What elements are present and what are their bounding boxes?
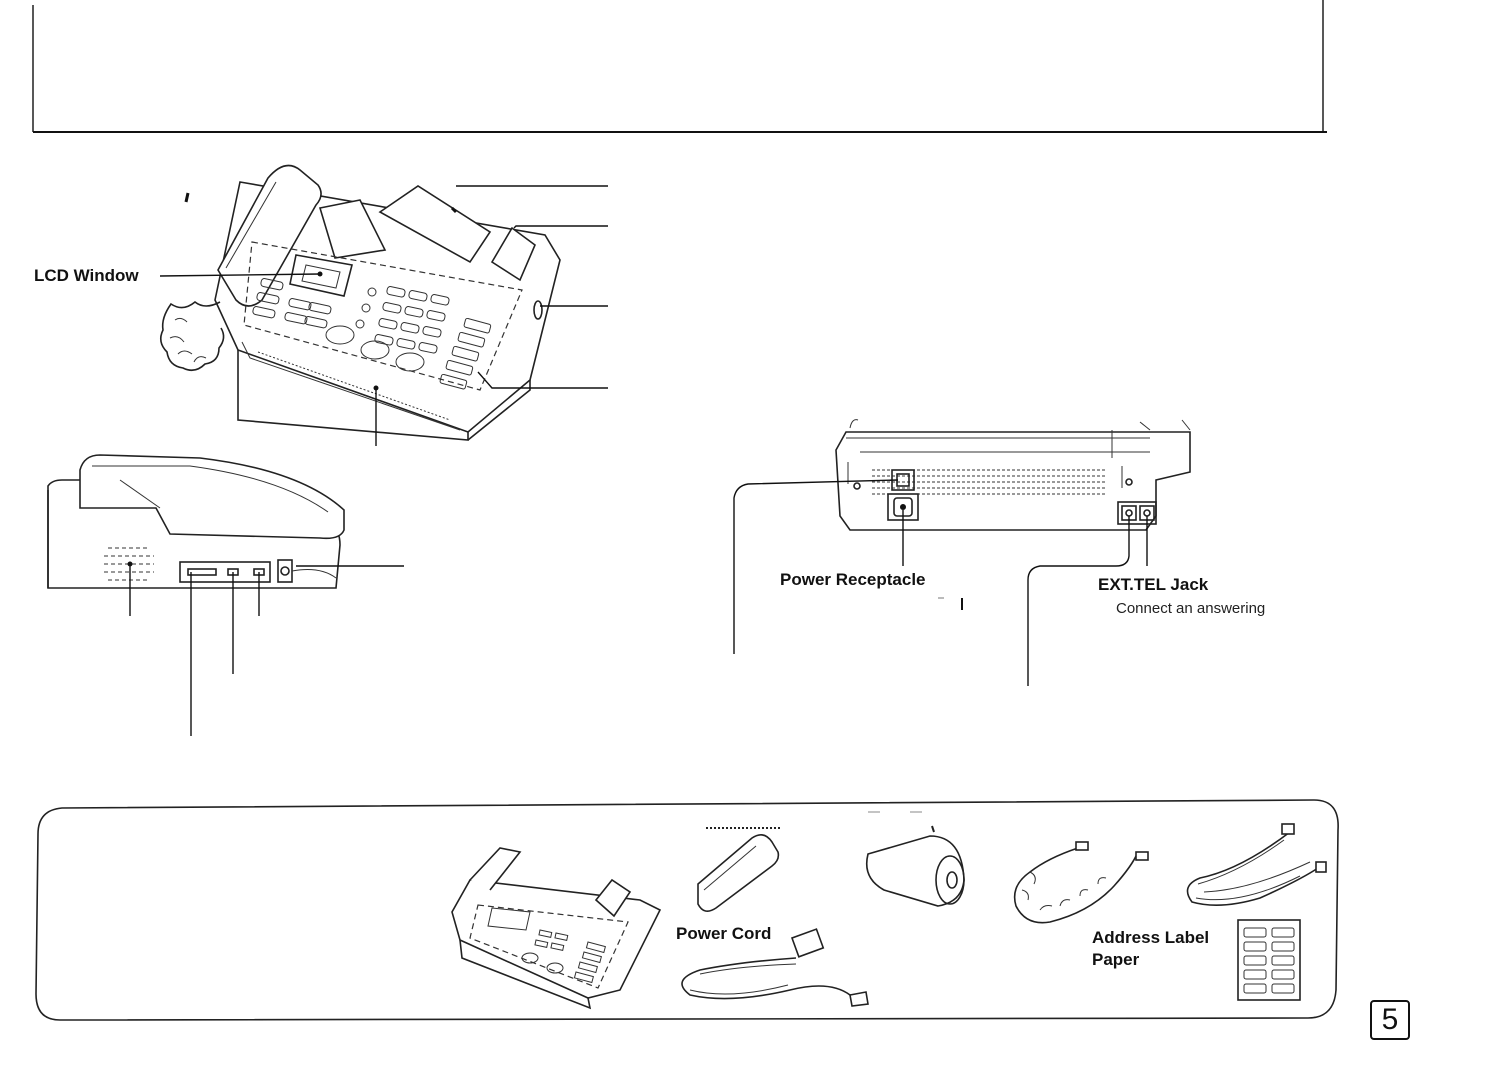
- coiled-cord-accessory: [1013, 841, 1149, 924]
- power-cord-accessory: [681, 928, 869, 1007]
- fax-machine-mini: [451, 847, 662, 1010]
- power-cord-label: Power Cord: [676, 924, 772, 943]
- accessories-box: [35, 799, 1339, 1021]
- handset-accessory: [697, 834, 780, 912]
- telephone-cord-accessory: [1186, 823, 1327, 906]
- address-label-title: Address Label: [1092, 928, 1210, 947]
- address-label-paper-word: Paper: [1092, 950, 1140, 969]
- fax-rear-view: [733, 419, 1191, 686]
- lcd-window-label: LCD Window: [34, 266, 139, 285]
- fax-front-view: [159, 164, 608, 446]
- ext-tel-jack-label: EXT.TEL Jack: [1098, 575, 1209, 594]
- ext-tel-jack-description: Connect an answering: [1116, 600, 1266, 617]
- paper-roll-accessory: [865, 835, 965, 907]
- fax-side-view: [47, 454, 404, 736]
- page-number: 5: [1370, 1000, 1410, 1040]
- header-frame: [32, 0, 1327, 133]
- address-label-sheet: [1237, 919, 1301, 1001]
- power-receptacle-label: Power Receptacle: [780, 570, 926, 589]
